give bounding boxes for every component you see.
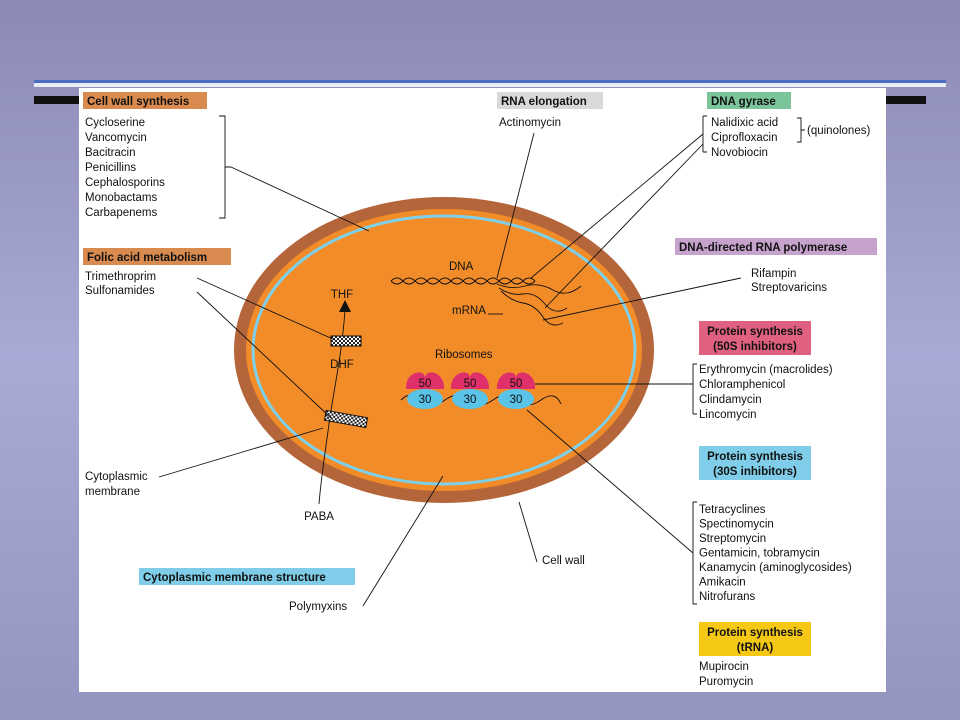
protein-trna-drug: Puromycin: [699, 676, 753, 688]
cell-wall-drug: Bacitracin: [85, 147, 136, 159]
subunit-30-label: 30: [464, 394, 477, 406]
subunit-50-label: 50: [510, 378, 523, 390]
cell-wall-synthesis-header: [83, 92, 207, 109]
protein-30s-title-1: Protein synthesis: [707, 451, 803, 463]
membrane-structure-header: [139, 568, 355, 585]
antibiotic-targets-diagram: 50 30 50 30 50 30 DNA mRNA Ribosomes THF…: [83, 92, 877, 688]
rna-polymerase-drug: Streptovaricins: [751, 282, 827, 294]
protein-30s-drug: Tetracyclines: [699, 504, 766, 516]
dna-label: DNA: [449, 261, 474, 273]
dna-gyrase-drug: Ciprofloxacin: [711, 132, 777, 144]
rna-elongation-drug: Actinomycin: [499, 117, 561, 129]
protein-50s-title-2: (50S inhibitors): [713, 341, 797, 353]
thf-label: THF: [331, 289, 353, 301]
protein-50s-bracket: [692, 363, 697, 415]
cytoplasmic-membrane-label-1: Cytoplasmic: [85, 471, 148, 483]
protein-trna-drug: Mupirocin: [699, 661, 749, 673]
ribosome-3: 50 30: [496, 372, 536, 409]
protein-trna-title-2: (tRNA): [737, 642, 774, 654]
protein-30s-drug: Spectinomycin: [699, 519, 774, 531]
protein-50s-title-1: Protein synthesis: [707, 326, 803, 338]
subunit-30s: [407, 389, 443, 409]
cell-wall-drug: Monobactams: [85, 192, 157, 204]
folic-acid-header: [83, 248, 231, 265]
subunit-50s: [405, 372, 445, 389]
cell-wall-drug: Cephalosporins: [85, 177, 165, 189]
rna-polymerase-title: DNA-directed RNA polymerase: [679, 242, 847, 254]
leader-lines: [158, 132, 742, 607]
ribosome-2: 50 30: [450, 372, 490, 409]
ribosomes-label: Ribosomes: [435, 349, 493, 361]
cell-wall-drug: Penicillins: [85, 162, 136, 174]
subunit-30-label: 30: [510, 394, 523, 406]
dna-gyrase-title: DNA gyrase: [711, 96, 776, 108]
subunit-50-label: 50: [464, 378, 477, 390]
subunit-30s: [498, 389, 534, 409]
protein-50s-drug: Clindamycin: [699, 394, 762, 406]
arrowhead: [339, 300, 351, 312]
rna-polymerase-header: [675, 238, 877, 255]
protein-30s-drug: Gentamicin, tobramycin: [699, 548, 820, 560]
protein-trna-title-1: Protein synthesis: [707, 627, 803, 639]
dna-gyrase-header: [707, 92, 791, 109]
protein-50s-header: [699, 321, 811, 355]
protein-50s-drug: Chloramphenicol: [699, 379, 785, 391]
drug-lists: CycloserineVancomycinBacitracinPenicilli…: [85, 117, 852, 688]
cell-wall-drug: Carbapenems: [85, 207, 157, 219]
protein-30s-drug: Amikacin: [699, 577, 746, 589]
subunit-50s: [496, 372, 536, 389]
sulfonamide-block: [323, 409, 369, 429]
protein-trna-header: [699, 622, 811, 656]
cell-wall-label: Cell wall: [542, 555, 585, 567]
folic-acid-title: Folic acid metabolism: [87, 252, 207, 264]
quinolones-note: (quinolones): [807, 125, 870, 137]
dna-helix: [390, 277, 536, 285]
subunit-30-label: 30: [419, 394, 432, 406]
subunit-30s: [452, 389, 488, 409]
protein-30s-drug: Kanamycin (aminoglycosides): [699, 562, 852, 574]
trimethoprim-block: [330, 335, 362, 347]
ribosome-1: 50 30: [405, 372, 445, 409]
dna-gyrase-drug: Novobiocin: [711, 147, 768, 159]
protein-30s-bracket: [692, 501, 697, 605]
subunit-50-label: 50: [419, 378, 432, 390]
title-rule-white: [34, 83, 946, 87]
membrane-structure-title: Cytoplasmic membrane structure: [143, 572, 326, 584]
protein-30s-header: [699, 446, 811, 480]
paba-label: PABA: [304, 511, 334, 523]
rna-polymerase-drug: Rifampin: [751, 268, 796, 280]
rna-elongation-title: RNA elongation: [501, 96, 587, 108]
quinolone-bracket: [797, 117, 805, 143]
subunit-50s: [450, 372, 490, 389]
protein-30s-title-2: (30S inhibitors): [713, 466, 797, 478]
protein-30s-drug: Streptomycin: [699, 533, 766, 545]
cell-wall-synthesis-title: Cell wall synthesis: [87, 96, 189, 108]
folic-acid-drug: Trimethroprim: [85, 271, 156, 283]
membrane-structure-drug: Polymyxins: [289, 601, 347, 613]
cell-wall-drug: Cycloserine: [85, 117, 145, 129]
cytoplasmic-membrane-label-2: membrane: [85, 486, 140, 498]
mrna-label: mRNA: [452, 305, 486, 317]
dhf-label: DHF: [330, 359, 354, 371]
rna-elongation-header: [497, 92, 603, 109]
dna-gyrase-bracket: [702, 115, 707, 153]
cytoplasmic-membrane: [251, 214, 637, 486]
protein-50s-drug: Lincomycin: [699, 409, 757, 421]
cell-wall-drug: Vancomycin: [85, 132, 147, 144]
folic-acid-drug: Sulfonamides: [85, 285, 155, 297]
dna-gyrase-drug: Nalidixic acid: [711, 117, 778, 129]
protein-50s-drug: Erythromycin (macrolides): [699, 364, 833, 376]
title-rule-blue: [34, 80, 946, 83]
protein-30s-drug: Nitrofurans: [699, 591, 755, 603]
mrna-strands: [496, 283, 582, 326]
cell-wall-bracket: [219, 115, 231, 219]
